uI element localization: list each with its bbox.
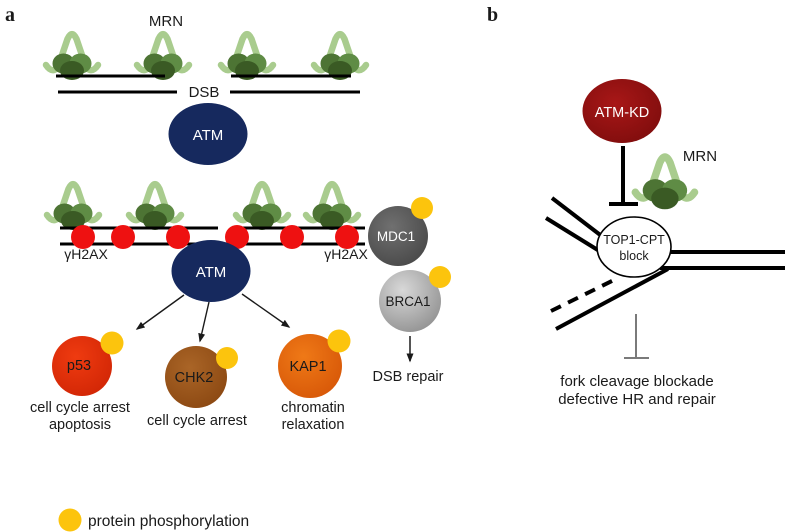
panel-a-label: a	[5, 4, 15, 26]
mdc1-circle	[368, 206, 428, 266]
p53-outcome-line1: cell cycle arrest	[30, 400, 130, 416]
chk2-outcome-line1: cell cycle arrest	[147, 413, 247, 429]
mrn-label-a: MRN	[149, 13, 183, 30]
atm-kd-label: ATM-KD	[595, 105, 650, 121]
atm-mid-ellipse	[171, 240, 251, 302]
h2ax-left-label: γH2AX	[64, 246, 108, 262]
chk2-label: CHK2	[175, 370, 214, 386]
phospho-dot-icon	[327, 329, 351, 353]
p53-circle	[52, 336, 112, 396]
fork-outcome-line1: fork cleavage blockade	[560, 373, 713, 390]
dsb-repair-label: DSB repair	[373, 369, 444, 385]
h2ax-right-label: γH2AX	[324, 246, 368, 262]
mrn-complex-icon	[314, 34, 366, 80]
outcome-inhibit-bar	[624, 314, 649, 359]
mrn-complex-icon	[47, 184, 99, 230]
fork-outcome-line2: defective HR and repair	[558, 391, 716, 408]
top1-block-line2: block	[619, 249, 649, 263]
phospho-dot-icon	[429, 266, 451, 288]
atm-kd-ellipse	[582, 79, 662, 143]
brca1-circle	[379, 270, 441, 332]
atm-kd-inhibit-bar	[609, 146, 638, 206]
kap1-outcome-line2: relaxation	[282, 417, 345, 433]
phospho-dot-icon	[100, 331, 124, 355]
mrn-complex-icon	[137, 34, 189, 80]
kap1-outcome-line1: chromatin	[281, 400, 345, 416]
dna-strands-top	[56, 74, 360, 94]
mrn-complex-icon	[221, 34, 273, 80]
p53-outcome-line2: apoptosis	[49, 417, 111, 433]
legend-phospho-label: protein phosphorylation	[88, 513, 249, 530]
mrn-complex-icon	[129, 184, 181, 230]
atm-top-ellipse	[168, 103, 248, 165]
mrn-label-b: MRN	[683, 148, 717, 165]
mrn-complex-icon	[236, 184, 288, 230]
atm-target-arrows	[135, 293, 291, 343]
mrn-complex-icon	[46, 34, 98, 80]
chk2-circle	[165, 346, 227, 408]
atm-mid-label: ATM	[196, 264, 227, 281]
mrn-complex-icon	[306, 184, 358, 230]
kap1-label: KAP1	[289, 359, 326, 375]
dsb-label: DSB	[189, 84, 220, 101]
panel-b-label: b	[487, 4, 498, 26]
phospho-dot-icon	[216, 347, 238, 369]
brca1-label: BRCA1	[385, 294, 430, 309]
replication-fork-lines	[544, 196, 785, 331]
h2ax-dots	[71, 225, 359, 249]
p53-label: p53	[67, 358, 91, 374]
phospho-dot-icon	[58, 508, 82, 532]
nascent-strand-dashed-line	[550, 278, 615, 313]
top1-block-line1: TOP1-CPT	[603, 233, 665, 247]
atm-top-label: ATM	[193, 127, 224, 144]
phospho-dot-icon	[411, 197, 433, 219]
kap1-circle	[278, 334, 342, 398]
mdc1-label: MDC1	[377, 229, 415, 244]
top1-cpt-block-circle	[596, 216, 672, 278]
